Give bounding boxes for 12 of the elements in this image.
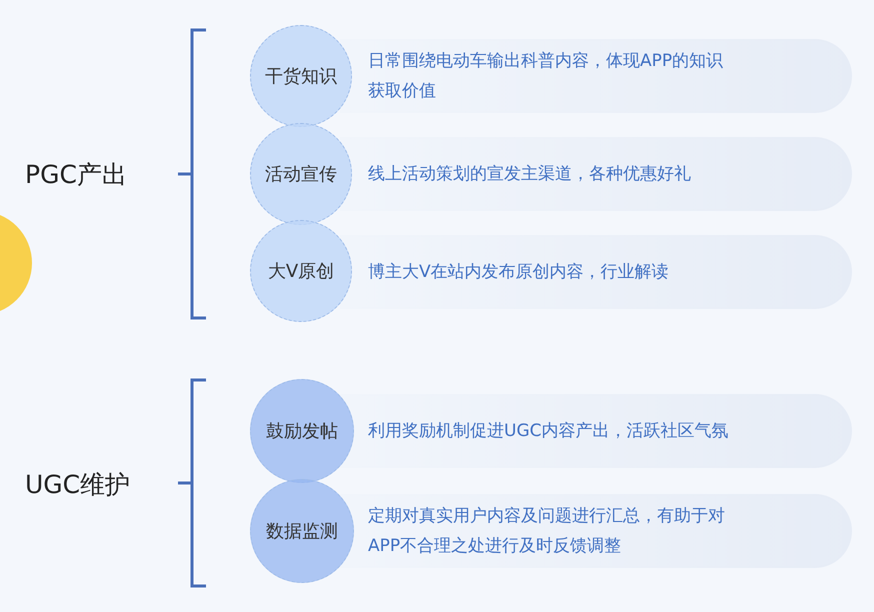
description-text: 线上活动策划的宣发主渠道，各种优惠好礼 (368, 163, 691, 186)
description-text: 博主大V在站内发布原创内容，行业解读 (368, 261, 669, 284)
topic-label: 大V原创 (268, 260, 334, 283)
group-label: PGC产出 (25, 159, 127, 191)
description-text: 日常围绕电动车输出科普内容，体现APP的知识获取价值 (368, 50, 724, 103)
topic-label: 活动宣传 (265, 163, 337, 186)
description-text: 利用奖励机制促进UGC内容产出，活跃社区气氛 (368, 420, 728, 443)
topic-label: 干货知识 (265, 65, 337, 88)
topic-label: 鼓励发帖 (266, 420, 338, 443)
group-label: UGC维护 (25, 469, 130, 501)
description-text: 定期对真实用户内容及问题进行汇总，有助于对APP不合理之处进行及时反馈调整 (368, 505, 726, 558)
topic-label: 数据监测 (266, 520, 338, 543)
